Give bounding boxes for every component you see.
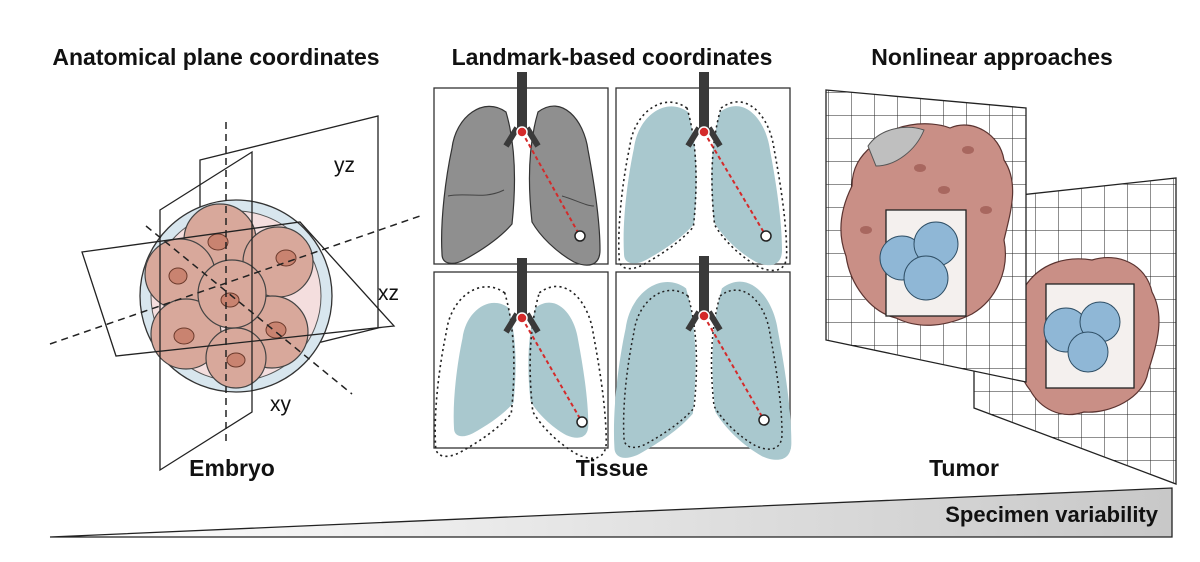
tumor-1 xyxy=(840,123,1014,326)
xz-plane-label: xz xyxy=(378,282,399,305)
tissue-caption: Tissue xyxy=(575,455,649,481)
specimen-variability-label: Specimen variability xyxy=(945,502,1158,527)
embryo-caption: Embryo xyxy=(189,455,275,481)
yz-plane-label: yz xyxy=(334,154,355,177)
landmark-coordinates-title: Landmark-based coordinates xyxy=(451,44,773,70)
reference-lung-gray xyxy=(441,72,601,266)
sample-lung-2 xyxy=(434,258,608,460)
coordinate-axes xyxy=(49,122,421,446)
xy-plane xyxy=(159,150,253,472)
embryo-cells xyxy=(144,203,314,389)
nonlinear-approaches-title: Nonlinear approaches xyxy=(871,44,1113,70)
cell-nuclei xyxy=(168,233,297,368)
tumor-2 xyxy=(1014,256,1160,416)
anatomical-plane-title: Anatomical plane coordinates xyxy=(52,44,380,70)
sample-lung-1 xyxy=(617,72,788,272)
tumor-caption: Tumor xyxy=(929,455,999,481)
xy-plane-label: xy xyxy=(270,393,291,416)
sample-lung-3 xyxy=(613,256,792,460)
xz-plane xyxy=(81,221,396,357)
